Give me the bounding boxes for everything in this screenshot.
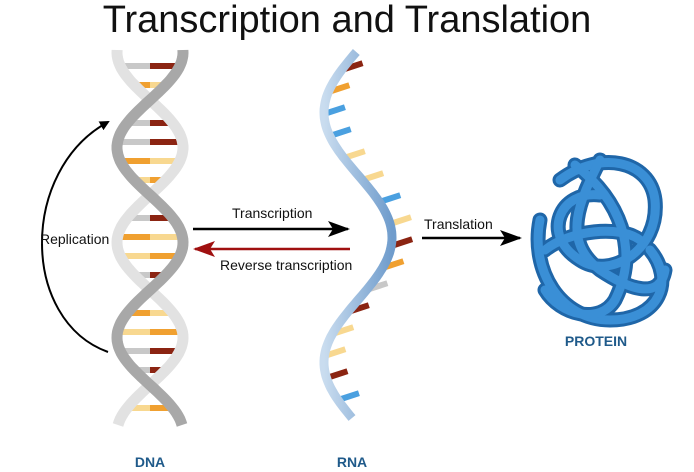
dna-base: [127, 215, 150, 221]
dna-base: [150, 253, 180, 259]
rna-base: [323, 104, 346, 117]
replication-arrow: [41, 121, 110, 353]
dna-base: [150, 310, 173, 316]
dna-base: [150, 405, 173, 411]
dna-base: [150, 158, 180, 164]
reverse-transcription-label: Reverse transcription: [220, 257, 352, 273]
dna-base: [150, 348, 180, 354]
dna-label: DNA: [135, 454, 165, 470]
dna-base: [150, 177, 166, 183]
dna-strand: [111, 49, 189, 427]
replication-label: Replication: [40, 231, 109, 247]
rna-base: [325, 368, 349, 381]
rna-label: RNA: [337, 454, 367, 470]
transcription-label: Transcription: [232, 205, 312, 221]
dna-base: [120, 63, 150, 69]
dna-base: [150, 120, 173, 126]
dna-base: [120, 348, 150, 354]
dna-base: [150, 139, 183, 145]
rna-backbone: [319, 49, 397, 421]
dna-base: [150, 329, 183, 335]
dna-base: [134, 177, 150, 183]
dna-helix: [111, 49, 189, 427]
protein-label: PROTEIN: [565, 333, 627, 349]
dna-base: [150, 272, 166, 278]
rna-base: [389, 214, 412, 227]
dna-base: [127, 120, 150, 126]
dna-base: [150, 215, 173, 221]
dna-base: [134, 82, 150, 88]
dna-base: [120, 253, 150, 259]
dna-base: [120, 158, 150, 164]
dna-strand: [111, 49, 189, 427]
dna-base: [134, 367, 150, 373]
dna-base: [127, 310, 150, 316]
dna-base: [127, 405, 150, 411]
page-title: Transcription and Translation: [103, 0, 592, 41]
dna-base: [150, 63, 180, 69]
dna-base: [117, 329, 150, 335]
protein-structure: [530, 152, 673, 328]
rna-base: [323, 346, 347, 359]
rna-base: [390, 236, 414, 249]
dna-base: [134, 272, 150, 278]
dna-base: [150, 82, 166, 88]
translation-label: Translation: [424, 216, 493, 232]
dna-base: [150, 367, 166, 373]
dna-base: [117, 234, 150, 240]
rna-strand: [319, 49, 414, 421]
dna-base: [117, 139, 150, 145]
dna-base: [150, 234, 183, 240]
